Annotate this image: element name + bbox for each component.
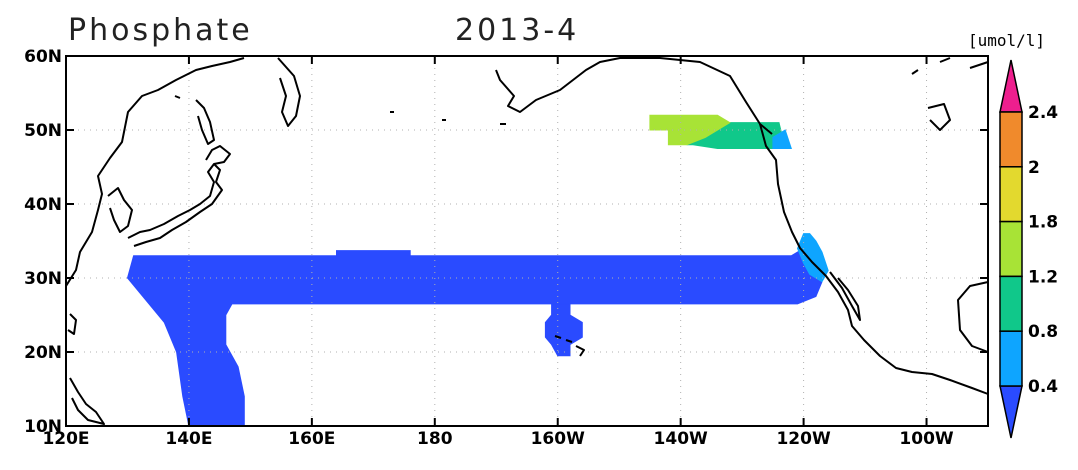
- coastline-north-coast: [911, 57, 989, 75]
- map-date: 2013-4: [455, 13, 579, 48]
- x-tick-label-3: 180: [417, 429, 453, 449]
- coastline-aleutians: [174, 95, 506, 125]
- colorbar-swatch-2: [999, 220, 1023, 278]
- coastline-korea: [107, 187, 133, 233]
- coastline-taiwan: [67, 313, 77, 335]
- coastlines: [65, 57, 989, 425]
- coastline-baja: [829, 271, 861, 321]
- y-tick-label-2: 30N: [24, 269, 62, 289]
- map-plot-area: 120E 140E 160E 180 160W 140W 120W 100W 10N 20N 30N…: [24, 47, 989, 449]
- x-tick-label-7: 100W: [899, 429, 953, 449]
- fill-region-0: [126, 247, 823, 427]
- colorbar-units: [umol/l]: [968, 31, 1045, 50]
- map-title: Phosphate: [68, 13, 253, 48]
- coastline-kamchatka: [277, 57, 301, 127]
- colorbar-label-5: 2.4: [1028, 103, 1058, 123]
- x-tick-label-4: 160W: [531, 429, 585, 449]
- colorbar-label-3: 1.8: [1028, 213, 1058, 233]
- coastline-hokkaido: [205, 145, 231, 165]
- colorbar-swatch-4: [999, 330, 1023, 387]
- coastline-hawaii: [554, 335, 585, 357]
- x-tick-label-0: 120E: [42, 429, 89, 449]
- colorbar: 0.4 0.8 1.2 1.8 2 2.4: [999, 59, 1058, 439]
- y-tick-label-3: 40N: [24, 195, 62, 215]
- map-frame: [65, 55, 989, 427]
- colorbar-arrow-bottom: [999, 385, 1023, 439]
- coastline-alaska: [495, 57, 773, 135]
- coastline-hudson-inlet: [927, 103, 951, 131]
- y-tick-label-1: 20N: [24, 343, 62, 363]
- x-tick-label-1: 140E: [165, 429, 212, 449]
- coastline-sakhalin: [195, 99, 215, 145]
- colorbar-label-4: 2: [1028, 158, 1040, 178]
- coastline-asia: [65, 57, 245, 287]
- coastline-north-america: [759, 123, 989, 395]
- y-tick-label-5: 60N: [24, 47, 62, 67]
- x-tick-label-6: 120W: [776, 429, 830, 449]
- y-tick-label-0: 10N: [24, 417, 62, 437]
- colorbar-swatch-0: [999, 111, 1023, 168]
- axis-ticks: 120E 140E 160E 180 160W 140W 120W 100W 10N 20N 30N…: [24, 47, 988, 449]
- fill-region-5: [649, 114, 731, 146]
- x-tick-label-2: 160E: [288, 429, 335, 449]
- coastline-philippines: [69, 377, 105, 425]
- colorbar-label-1: 0.8: [1028, 322, 1058, 342]
- y-tick-label-4: 50N: [24, 121, 62, 141]
- x-tick-label-5: 140W: [654, 429, 708, 449]
- colorbar-swatch-1: [999, 166, 1023, 223]
- colorbar-label-2: 1.2: [1028, 267, 1058, 287]
- fill-region-4: [772, 129, 792, 149]
- colorbar-arrow-top: [999, 59, 1023, 113]
- concentration-fill: [126, 114, 829, 427]
- coastline-mexico-gulf: [957, 281, 989, 353]
- fill-region-1: [544, 303, 583, 357]
- colorbar-label-0: 0.4: [1028, 377, 1058, 397]
- colorbar-swatch-3: [999, 275, 1023, 332]
